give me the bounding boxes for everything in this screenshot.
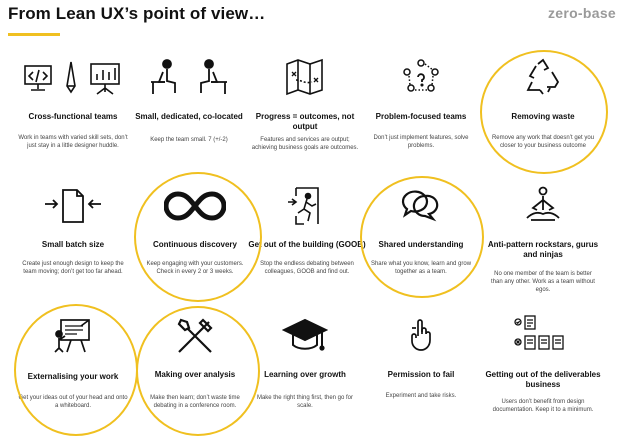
principle-description: Get your ideas out of your head and onto… (18, 395, 128, 409)
principle-description: Stop the endless debating between collea… (260, 261, 354, 275)
principle-title: Permission to fail (387, 370, 455, 379)
principle-title: Progress = outcomes, not output (255, 112, 355, 131)
principle-title: Anti-pattern rockstars, gurus and ninjas (487, 240, 599, 259)
principle-card-learning-over-growth: Learning over growth Make the right thin… (246, 308, 364, 436)
principle-title: Get out of the building (GOOB) (248, 240, 366, 249)
principle-description: Features and services are output; achiev… (251, 137, 359, 151)
principle-description: Experiment and take risks. (385, 393, 457, 399)
documents-check-icon (484, 314, 602, 358)
map-icon (246, 56, 364, 100)
principle-card-cross-functional: Cross-functional teams Work in teams wit… (14, 50, 132, 178)
principle-description: Make then learn; don’t waste time debati… (150, 395, 240, 409)
principle-description: Share what you know, learn and grow toge… (370, 261, 472, 275)
speech-bubbles-icon (362, 184, 480, 228)
tools-icon (136, 314, 254, 358)
principle-card-making-over-analysis: Making over analysis Make then learn; do… (136, 308, 254, 436)
principle-card-progress: Progress = outcomes, not output Features… (246, 50, 364, 178)
principle-card-deliverables: Getting out of the deliverables business… (484, 308, 602, 436)
principle-description: Keep engaging with your customers. Check… (146, 261, 244, 275)
principle-description: Remove any work that doesn’t get you clo… (491, 135, 595, 149)
recycle-icon (484, 56, 602, 100)
brand-logo: zero-base (547, 5, 616, 21)
principle-card-permission-to-fail: Permission to fail Experiment and take r… (362, 308, 480, 436)
principle-title: Externalising your work (27, 372, 119, 381)
title-underline (8, 33, 60, 36)
meditation-icon (484, 184, 602, 228)
principle-title: Cross-functional teams (28, 112, 118, 121)
principle-description: Make the right thing first, then go for … (256, 395, 354, 409)
principle-title: Getting out of the deliverables business (485, 370, 601, 389)
principle-description: Users don’t benefit from design document… (492, 399, 594, 413)
principle-card-problem-focused: Problem-focused teams Don’t just impleme… (362, 50, 480, 178)
document-arrows-icon (14, 184, 132, 228)
whiteboard-icon (14, 314, 132, 358)
principle-title: Continuous discovery (152, 240, 237, 249)
principle-card-removing-waste: Removing waste Remove any work that does… (484, 50, 602, 178)
principle-description: Don’t just implement features, solve pro… (373, 135, 469, 149)
principle-card-small-batch: Small batch size Create just enough desi… (14, 178, 132, 306)
principle-card-continuous-discovery: Continuous discovery Keep engaging with … (136, 178, 254, 306)
principle-card-goob: Get out of the building (GOOB) Stop the … (248, 178, 366, 306)
people-circle-question-icon (362, 56, 480, 100)
page-title: From Lean UX’s point of view… (8, 4, 266, 23)
principle-title: Small, dedicated, co-located (135, 112, 243, 121)
principle-description: Keep the team small. 7 (+/-2) (150, 137, 228, 143)
team-computers-icon (14, 56, 132, 100)
hand-gesture-icon (362, 314, 480, 358)
principle-description: No one member of the team is better than… (491, 271, 595, 293)
principle-title: Small batch size (41, 240, 105, 249)
principle-description: Work in teams with varied skill sets, do… (18, 135, 128, 149)
principle-card-externalising: Externalising your work Get your ideas o… (14, 308, 132, 436)
infinity-icon (136, 184, 254, 228)
principle-title: Problem-focused teams (375, 112, 467, 121)
principle-title: Removing waste (511, 112, 575, 121)
principle-title: Learning over growth (264, 370, 346, 379)
graduation-cap-icon (246, 314, 364, 358)
exit-door-icon (248, 184, 366, 228)
principle-description: Create just enough design to keep the te… (22, 261, 124, 275)
principle-card-shared-understanding: Shared understanding Share what you know… (362, 178, 480, 306)
principle-card-anti-pattern: Anti-pattern rockstars, gurus and ninjas… (484, 178, 602, 306)
principle-title: Making over analysis (154, 370, 236, 379)
people-at-desks-icon (130, 56, 248, 100)
principle-title: Shared understanding (378, 240, 464, 249)
principles-grid: Cross-functional teams Work in teams wit… (0, 50, 626, 436)
principle-card-small-team: Small, dedicated, co-located Keep the te… (130, 50, 248, 178)
